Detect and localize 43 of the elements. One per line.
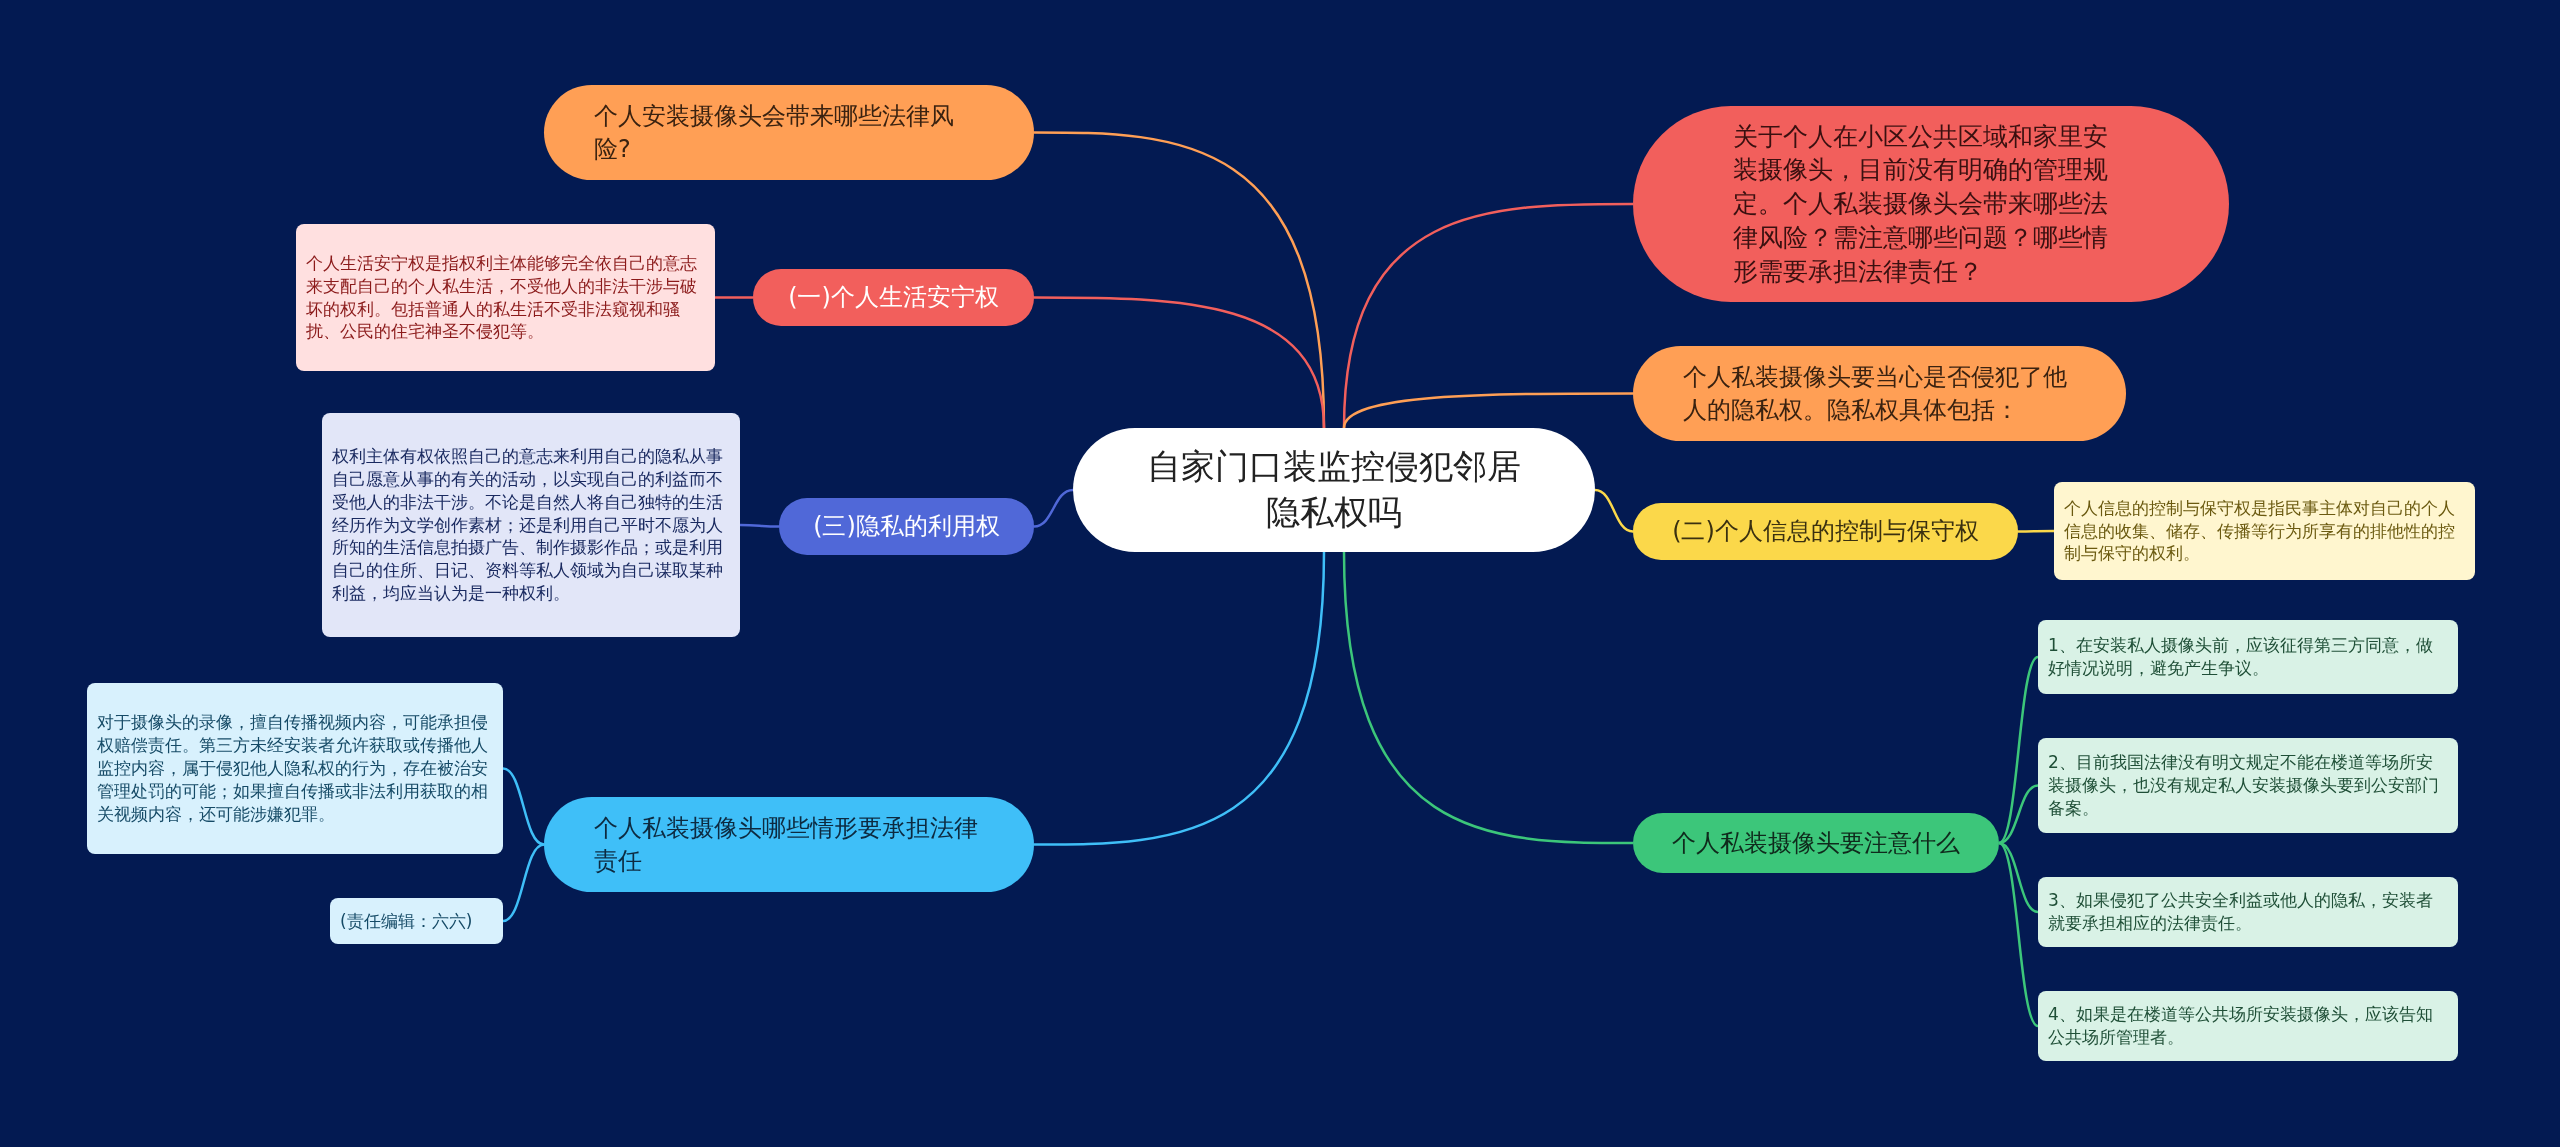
note-card [296, 224, 715, 371]
branch-line [1034, 551, 1326, 846]
topic-text: (一)个人生活安宁权 [787, 282, 1000, 314]
topic-text: 关于个人在小区公共区域和家里安装摄像头，目前没有明确的管理规定。个人私装摄像头会带来哪些法律风险？需注意哪些问题？哪些情形需要承担法律责任？ [1733, 120, 2109, 288]
topic-text: 3、如果侵犯了公共安全利益或他人的隐私，安装者就要承担相应的法律责任。 [2048, 889, 2434, 935]
branch-line [1342, 392, 1633, 429]
branch-line [1342, 551, 1633, 845]
note-card [2038, 620, 2458, 694]
branch-line [502, 843, 545, 923]
note-card [330, 898, 503, 944]
topic-text: 2、目前我国法律没有明文规定不能在楼道等场所安装摄像头，也没有规定私人安装摄像头要到公安部门备案。 [2048, 751, 2440, 820]
topic-text: (责任编辑：六六) [340, 909, 474, 933]
topic-text: 权利主体有权依照自己的意志来利用自己的隐私从事自己愿意从事的有关的活动，以实现自己的利益而不受他人的非法干涉。不论是自然人将自己独特的生活经历作为文学创作素材；还是利用自己平时不愿为人所知的生活信息拍摄广告、制作摄影作品；或是利用自己的住所、日记、资料等私人领域为自己谋取某种利益，均应当认为是一种权利。 [332, 444, 724, 606]
note-card [2038, 738, 2458, 833]
topic-text: 个人信息的控制与保守权是指民事主体对自己的个人信息的收集、储存、传播等行为所享有的排他性的控制与保守的权利。 [2064, 496, 2456, 566]
note-card [2038, 991, 2458, 1061]
branch-line [1998, 784, 2039, 845]
topic-text: (三)隐私的利用权 [812, 511, 1001, 543]
branch-line [1594, 488, 1634, 533]
branch-line [1998, 841, 2039, 914]
note-card [322, 413, 740, 637]
branch-line [2018, 529, 2054, 533]
topic-text: 个人生活安宁权是指权利主体能够完全依自己的意志来支配自己的个人私生活，不受他人的非法干涉与破坏的权利。包括普通人的私生活不受非法窥视和骚扰、公民的住宅神圣不侵犯等。 [306, 251, 698, 344]
branch-line [740, 523, 779, 528]
note-card [87, 683, 503, 854]
topic-text: 自家门口装监控侵犯邻居隐私权吗 [1146, 445, 1522, 534]
topic-text: 1、在安装私人摄像头前，应该征得第三方同意，做好情况说明，避免产生争议。 [2048, 634, 2434, 680]
topic-text: (二)个人信息的控制与保守权 [1671, 516, 1980, 548]
note-card [2038, 877, 2458, 947]
branch-line [1034, 296, 1326, 429]
branch-line [502, 767, 545, 846]
branch-line [715, 296, 753, 299]
topic-bubble [1633, 813, 1999, 873]
topic-text: 4、如果是在楼道等公共场所安装摄像头，应该告知公共场所管理者。 [2048, 1003, 2434, 1049]
topic-text: 个人私装摄像头哪些情形要承担法律责任 [594, 813, 979, 877]
topic-text: 个人私装摄像头要注意什么 [1671, 827, 1961, 859]
topic-text: 对于摄像头的录像，擅自传播视频内容，可能承担侵权赔偿责任。第三方未经安装者允许获取或传播他人监控内容，属于侵犯他人隐私权的行为，存在被治安管理处罚的可能；如果擅自传播或非法利用获取的相关视频内容，还可能涉嫌犯罪。 [97, 711, 489, 826]
branch-line [1033, 488, 1074, 528]
topic-text: 个人安装摄像头会带来哪些法律风险? [594, 101, 955, 165]
branch-line [1998, 842, 2039, 1027]
note-card [2054, 482, 2475, 580]
topic-text: 个人私装摄像头要当心是否侵犯了他人的隐私权。隐私权具体包括： [1683, 362, 2068, 426]
branch-line [1998, 656, 2039, 844]
